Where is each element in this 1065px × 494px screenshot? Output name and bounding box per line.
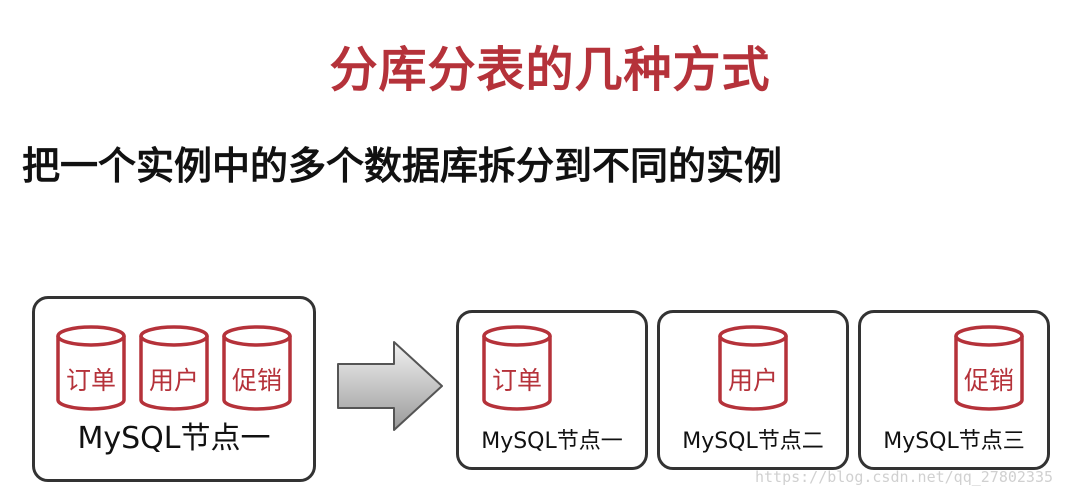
target-mysql-node-3: 促销 MySQL节点三	[858, 310, 1050, 470]
database-cylinder-promotions: 促销	[221, 325, 293, 411]
node-label: MySQL节点三	[883, 429, 1025, 454]
database-label: 促销	[963, 366, 1014, 395]
page-title: 分库分表的几种方式	[329, 42, 771, 98]
database-cylinder-users: 用户	[717, 325, 789, 411]
node-label: MySQL节点一	[481, 429, 623, 454]
source-mysql-node: 订单 用户 促销 MySQL节点一	[32, 296, 316, 482]
database-label: 用户	[727, 366, 778, 395]
database-label: 促销	[231, 366, 282, 395]
target-mysql-node-1: 订单 MySQL节点一	[456, 310, 648, 470]
watermark: https://blog.csdn.net/qq_27802335	[754, 468, 1053, 486]
node-label: MySQL节点一	[77, 421, 271, 456]
database-cylinder-orders: 订单	[481, 325, 553, 411]
split-arrow-icon	[337, 341, 443, 431]
page-subtitle: 把一个实例中的多个数据库拆分到不同的实例	[22, 144, 783, 188]
database-cylinder-promotions: 促销	[953, 325, 1025, 411]
node-label: MySQL节点二	[682, 429, 824, 454]
database-label: 用户	[148, 366, 199, 395]
target-mysql-node-2: 用户 MySQL节点二	[657, 310, 849, 470]
database-label: 订单	[65, 366, 116, 395]
database-cylinder-users: 用户	[138, 325, 210, 411]
database-cylinder-orders: 订单	[55, 325, 127, 411]
database-label: 订单	[491, 366, 542, 395]
